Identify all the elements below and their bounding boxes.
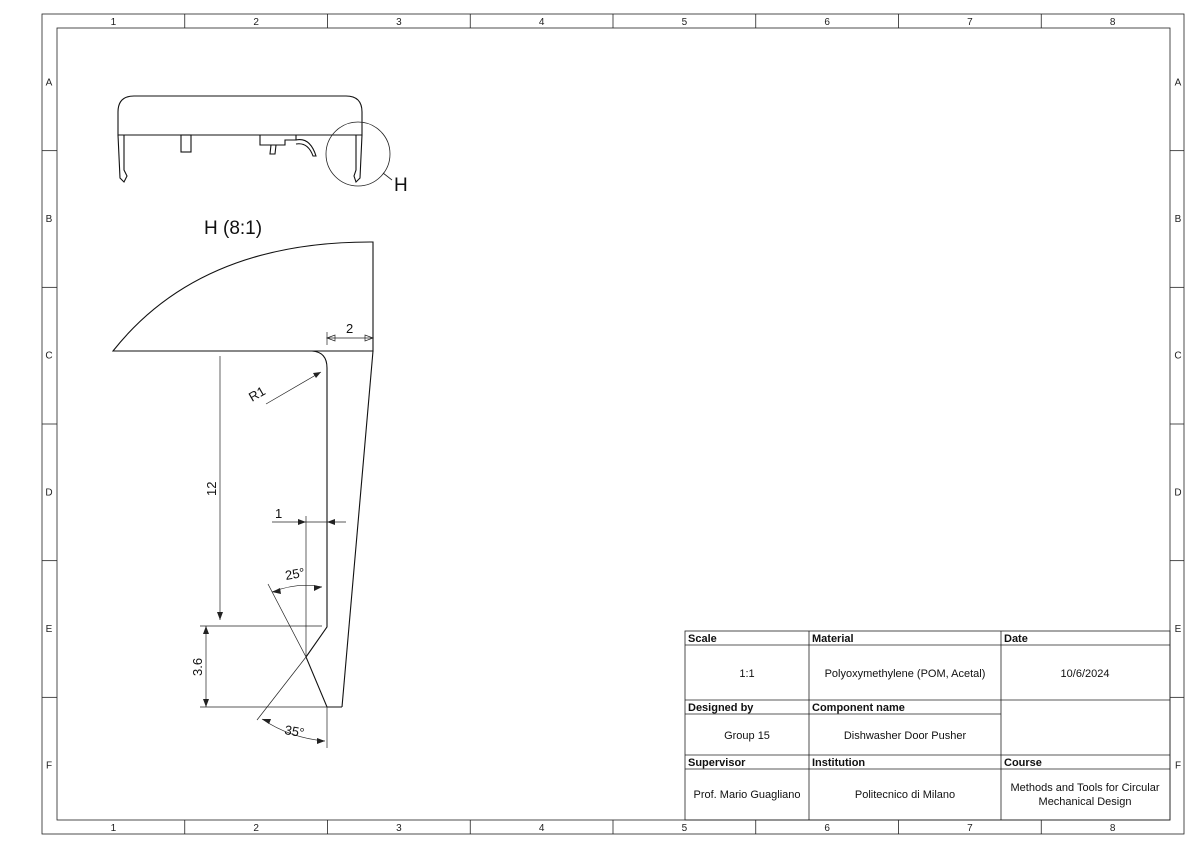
scale-value: 1:1 [739,668,754,680]
column-label-bottom: 2 [253,823,259,834]
designed-by-value: Group 15 [724,730,770,742]
row-label-left: E [46,624,53,635]
column-label-top: 1 [111,17,117,28]
institution-value: Politecnico di Milano [855,789,955,801]
course-label: Course [1004,757,1042,769]
column-label-bottom: 4 [539,823,545,834]
column-label-top: 6 [824,17,830,28]
supervisor-value: Prof. Mario Guagliano [694,789,801,801]
column-label-top: 3 [396,17,402,28]
row-label-right: A [1175,77,1182,88]
detail-marker-circle [325,121,391,187]
column-label-bottom: 1 [111,823,117,834]
detail-marker-label: H [394,175,408,196]
dim-height: 12 [204,482,219,496]
row-label-right: F [1175,761,1181,772]
column-label-top: 5 [682,17,688,28]
column-label-bottom: 5 [682,823,688,834]
date-label: Date [1004,633,1028,645]
row-label-right: C [1174,351,1181,362]
drawing-frame [56,27,1171,821]
material-label: Material [812,633,854,645]
component-label: Component name [812,702,905,714]
row-label-left: A [46,77,53,88]
row-label-left: B [46,214,53,225]
dim-offset: 1 [275,506,282,521]
material-value: Polyoxymethylene (POM, Acetal) [825,668,986,680]
overview-view: H [117,95,408,196]
row-label-left: F [46,761,52,772]
row-label-right: D [1174,487,1181,498]
dim-lower-height: 3.6 [190,658,205,676]
dim-width-top: 2 [346,321,353,336]
row-label-left: C [45,351,52,362]
component-value: Dishwasher Door Pusher [844,730,967,742]
dim-radius: R1 [246,383,268,404]
detail-view: H (8:1) 2 R1 12 1 25° [111,218,374,748]
column-label-top: 4 [539,17,545,28]
course-value-line2: Mechanical Design [1039,796,1132,808]
scale-label: Scale [688,633,717,645]
column-label-top: 7 [967,17,973,28]
dim-angle-lower: 35° [283,722,305,740]
sheet-outer-border [41,13,1185,835]
title-block: Scale Material Date 1:1 Polyoxymethylene… [684,630,1171,821]
column-label-top: 2 [253,17,259,28]
row-label-right: B [1175,214,1182,225]
date-value: 10/6/2024 [1061,668,1110,680]
column-label-bottom: 3 [396,823,402,834]
column-label-bottom: 7 [967,823,973,834]
column-label-bottom: 8 [1110,823,1116,834]
row-label-left: D [45,487,52,498]
designed-by-label: Designed by [688,702,754,714]
supervisor-label: Supervisor [688,757,746,769]
column-label-top: 8 [1110,17,1116,28]
course-value-line1: Methods and Tools for Circular [1011,782,1160,794]
row-label-right: E [1175,624,1182,635]
institution-label: Institution [812,757,865,769]
column-label-bottom: 6 [824,823,830,834]
dim-angle-upper: 25° [284,565,306,583]
detail-title: H (8:1) [204,218,262,239]
